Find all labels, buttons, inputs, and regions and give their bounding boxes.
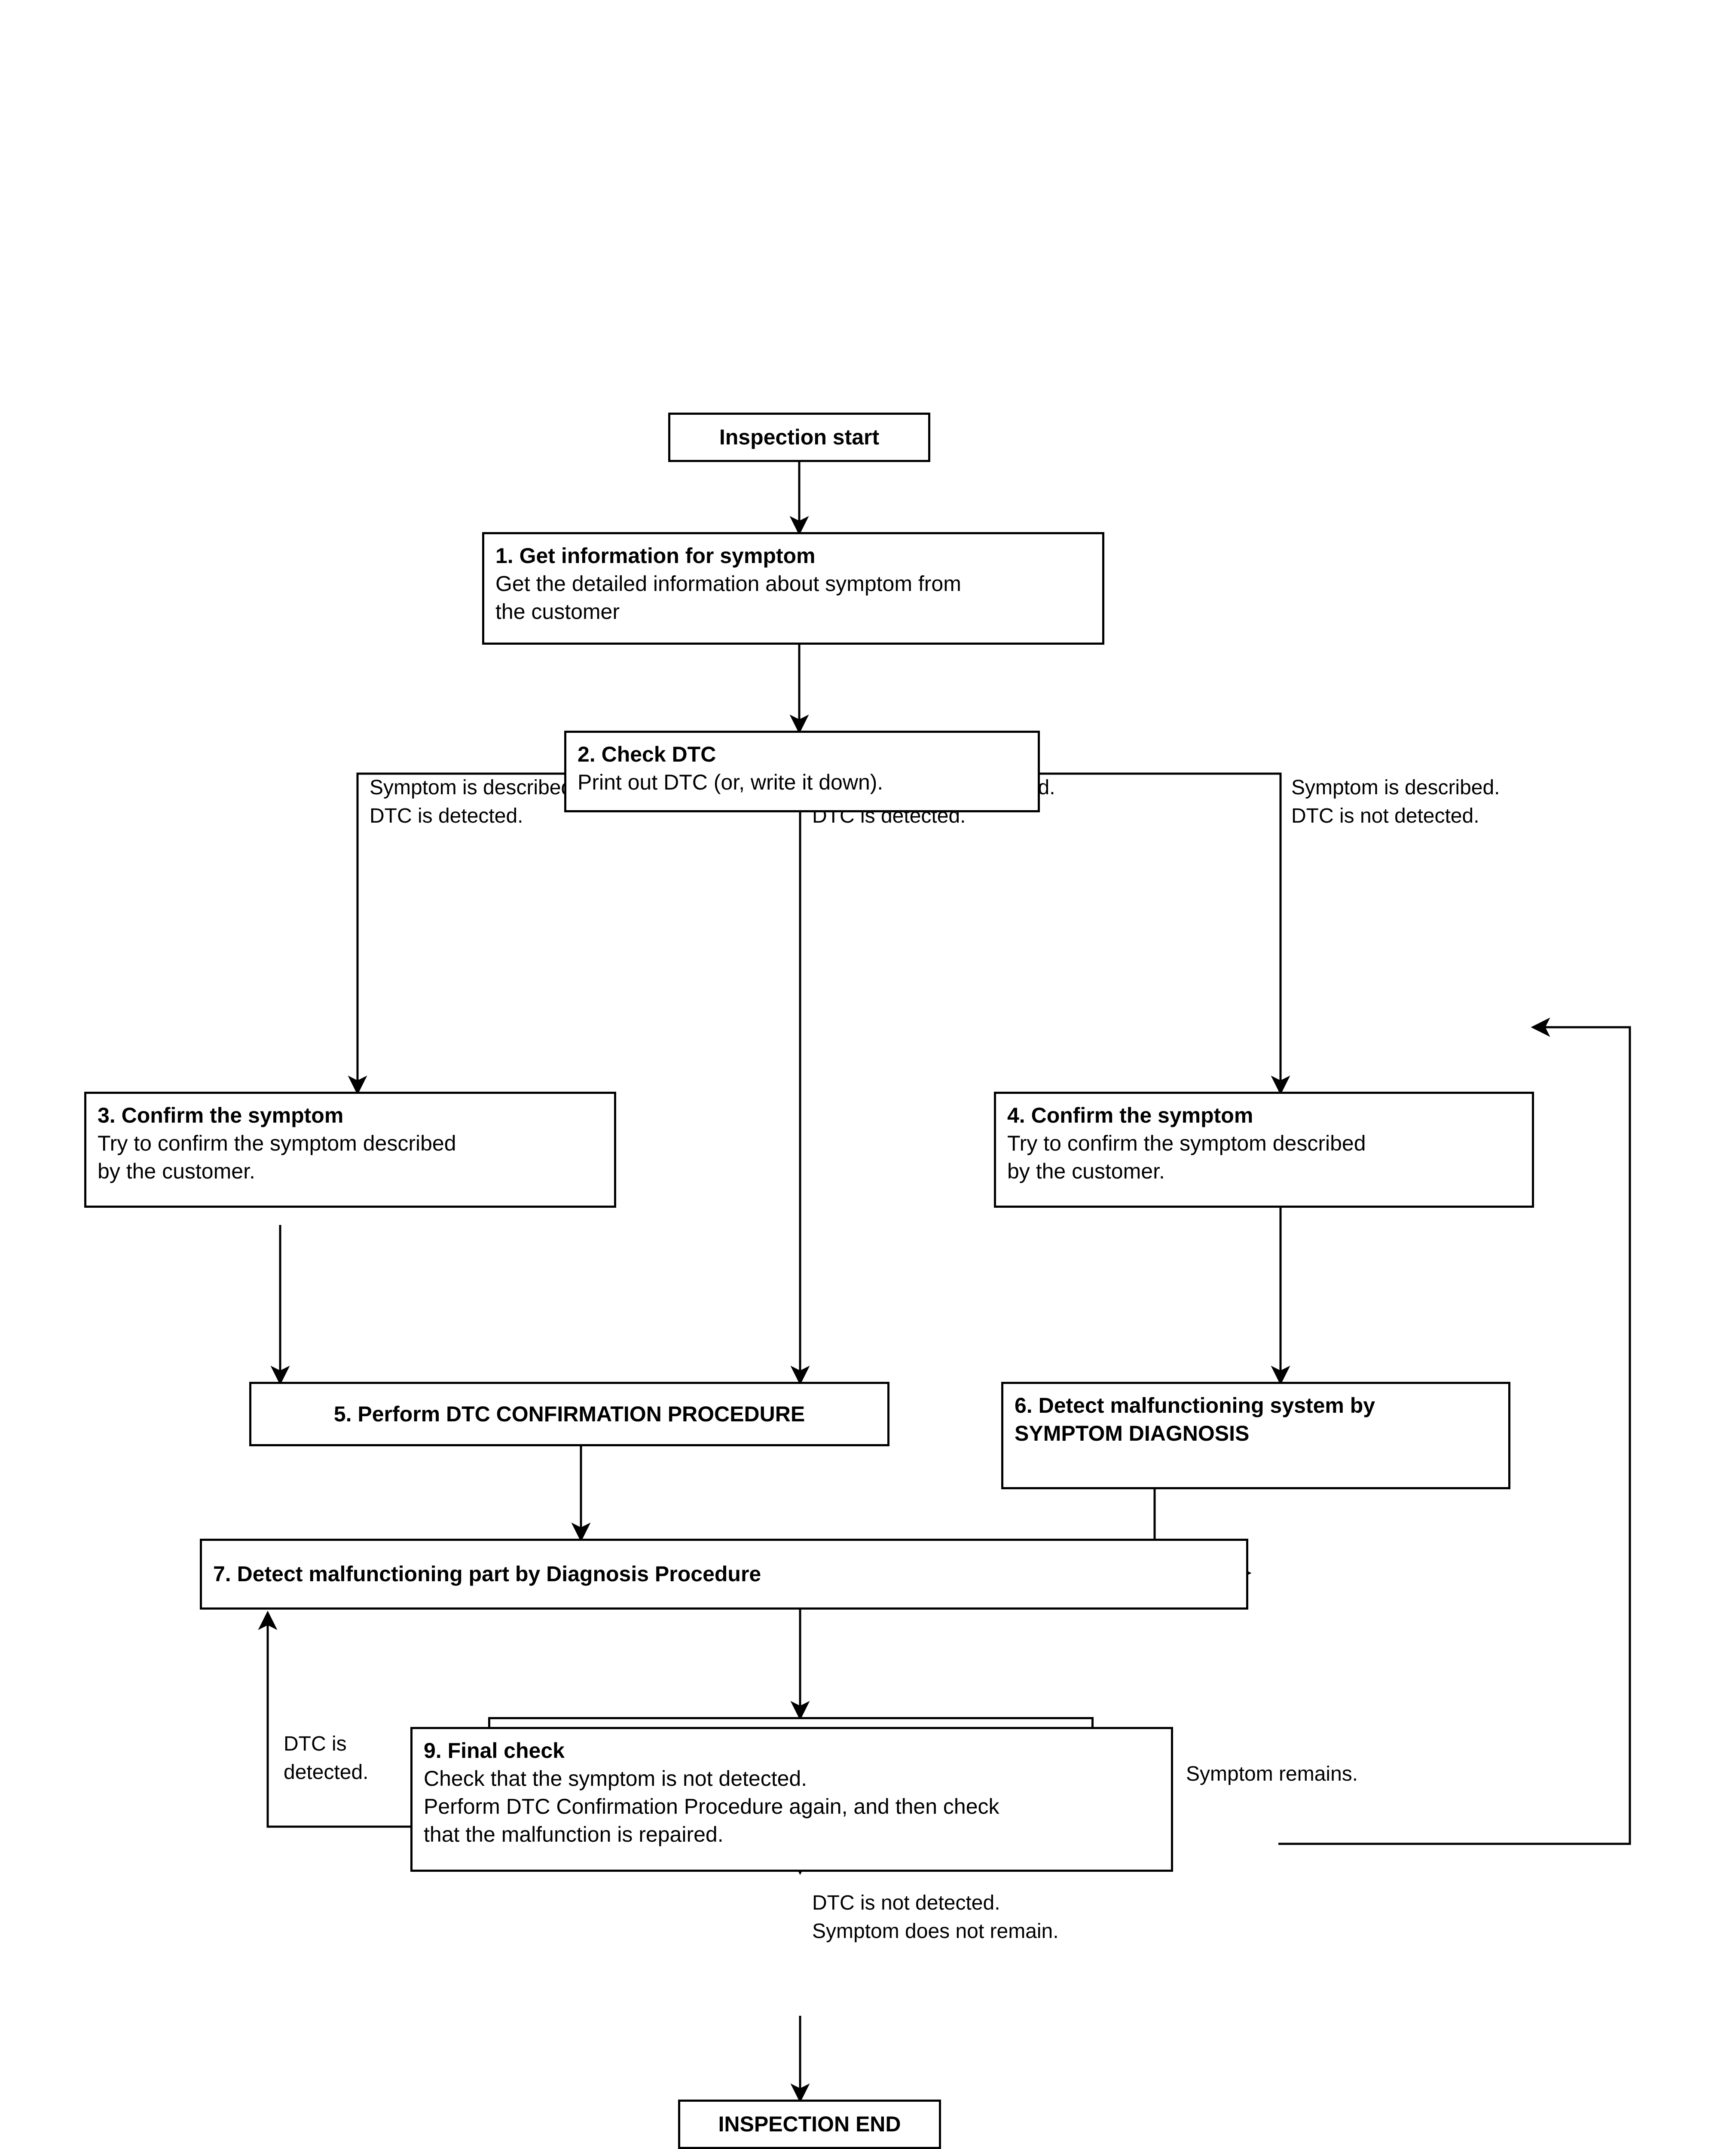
node-title-inspection-start: Inspection start [719,425,880,449]
node-step-9[interactable]: 9. Final check Check that the symptom is… [410,1727,1173,1872]
edge-label-loop-dtc-detected: DTC is detected. [284,1730,368,1787]
node-step-2[interactable]: 2. Check DTC Print out DTC (or, write it… [564,731,1040,812]
node-step-1[interactable]: 1. Get information for symptom Get the d… [482,532,1104,645]
edge-label-loop-symptom-remains: Symptom remains. [1186,1760,1358,1788]
node-step-5[interactable]: 5. Perform DTC CONFIRMATION PROCEDURE [249,1382,889,1446]
edge-label-branch-left: Symptom is described. DTC is detected. [370,774,578,830]
node-title-step-1: 1. Get information for symptom [495,544,816,568]
edge-label-pass-to-end-line2: Symptom does not remain. [812,1920,1059,1943]
node-inspection-end[interactable]: INSPECTION END [678,2100,941,2149]
node-body-step-1: Get the detailed information about sympt… [495,572,961,624]
edge-label-branch-left-line2: DTC is detected. [370,805,523,828]
edge-label-loop-dtc-detected-line1: DTC is [284,1733,347,1755]
edge-label-branch-right-line1: Symptom is described. [1291,776,1500,799]
node-inspection-start[interactable]: Inspection start [668,413,930,462]
node-body-step-9: Check that the symptom is not detected. … [424,1766,999,1846]
edge-label-loop-symptom-remains-line1: Symptom remains. [1186,1763,1358,1785]
node-title-step-5: 5. Perform DTC CONFIRMATION PROCEDURE [333,1402,805,1426]
node-title-step-9: 9. Final check [424,1739,565,1763]
node-title-step-7: 7. Detect malfunctioning part by Diagnos… [213,1562,761,1586]
edge-label-branch-left-line1: Symptom is described. [370,776,578,799]
node-step-6[interactable]: 6. Detect malfunctioning system by SYMPT… [1001,1382,1510,1489]
edge-label-branch-right-line2: DTC is not detected. [1291,805,1479,828]
node-step-3[interactable]: 3. Confirm the symptom Try to confirm th… [84,1092,616,1208]
node-title-step-6: 6. Detect malfunctioning system by SYMPT… [1015,1393,1375,1445]
edge-label-pass-to-end-line1: DTC is not detected. [812,1892,1000,1914]
node-step-4[interactable]: 4. Confirm the symptom Try to confirm th… [994,1092,1534,1208]
node-step-7[interactable]: 7. Detect malfunctioning part by Diagnos… [200,1539,1248,1610]
node-title-step-4: 4. Confirm the symptom [1007,1103,1253,1127]
node-body-step-3: Try to confirm the symptom described by … [98,1131,456,1183]
edge-step2-to-step4 [1040,772,1290,1095]
edge-label-branch-right: Symptom is described. DTC is not detected… [1291,774,1500,830]
edge-label-loop-dtc-detected-line2: detected. [284,1761,369,1784]
node-title-inspection-end: INSPECTION END [718,2112,901,2136]
node-title-step-2: 2. Check DTC [578,742,716,766]
node-body-step-4: Try to confirm the symptom described by … [1007,1131,1366,1183]
node-body-step-2: Print out DTC (or, write it down). [578,770,883,794]
node-title-step-3: 3. Confirm the symptom [98,1103,344,1127]
edge-label-pass-to-end: DTC is not detected. Symptom does not rem… [812,1889,1059,1946]
